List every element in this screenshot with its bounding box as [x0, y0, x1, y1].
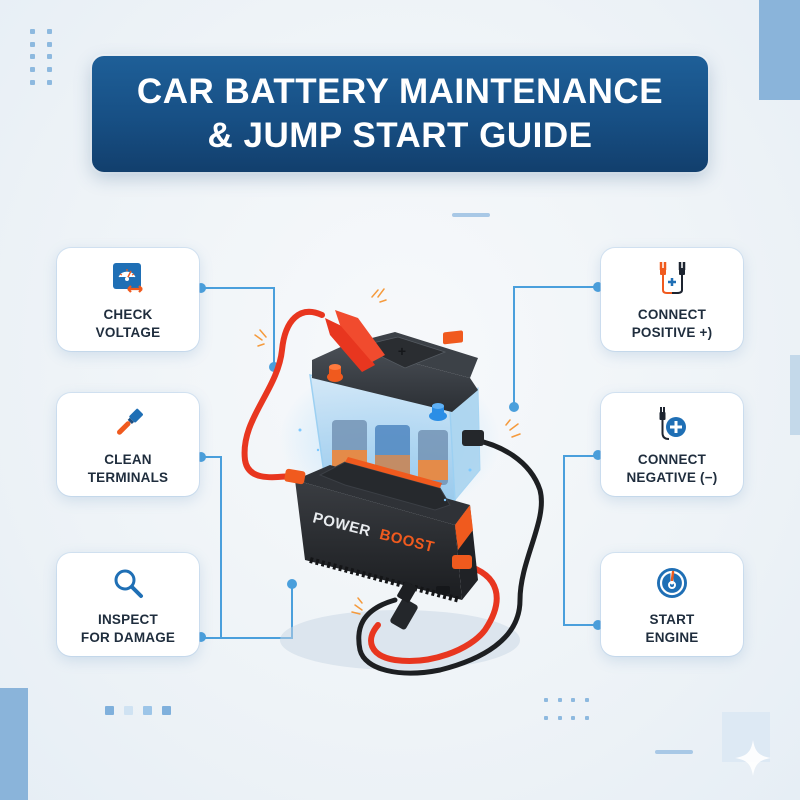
- step-label: CONNECT NEGATIVE (−): [626, 452, 718, 485]
- magnifier-icon: [110, 565, 146, 601]
- decor-block-right-mid: [790, 355, 800, 435]
- red-cable-lower: [368, 562, 500, 664]
- step-label: CONNECT POSITIVE +): [631, 307, 713, 340]
- step-label: INSPECT FOR DAMAGE: [80, 612, 176, 645]
- page-title-line-2: & JUMP START GUIDE: [207, 116, 593, 155]
- red-clamp: [325, 310, 385, 372]
- step-label: START ENGINE: [645, 612, 699, 645]
- page-title-line-1: CAR BATTERY MAINTENANCE: [136, 72, 664, 111]
- svg-text:+: +: [398, 343, 406, 359]
- power-gauge-icon: [654, 565, 690, 601]
- step-card-clean-terminals[interactable]: CLEAN TERMINALS: [57, 393, 199, 496]
- jumper-cables-plus-icon: [654, 260, 690, 296]
- decor-square-bottom-right: [722, 712, 770, 762]
- sparkle-icon: [735, 740, 771, 776]
- step-card-check-voltage[interactable]: CHECK VOLTAGE: [57, 248, 199, 351]
- step-card-connect-negative[interactable]: CONNECT NEGATIVE (−): [601, 393, 743, 496]
- black-cable: [356, 437, 544, 676]
- decor-dash-bottom: [655, 750, 693, 754]
- step-label: CHECK VOLTAGE: [95, 307, 161, 340]
- decor-block-bottom-left: [0, 688, 28, 800]
- battery-jump-starter-illustration: + POWER BOOST: [241, 288, 544, 676]
- title-banner: CAR BATTERY MAINTENANCE & JUMP START GUI…: [92, 56, 708, 172]
- voltmeter-icon: [110, 260, 146, 296]
- title-divider: [452, 213, 490, 217]
- clamp-plus-icon: [654, 405, 690, 441]
- spark-icon: [254, 288, 521, 615]
- decor-block-top-right: [759, 0, 800, 100]
- red-cable: [241, 308, 325, 481]
- step-card-connect-positive[interactable]: CONNECT POSITIVE +): [601, 248, 743, 351]
- step-card-start-engine[interactable]: START ENGINE: [601, 553, 743, 656]
- black-plug: [390, 581, 418, 630]
- step-label: CLEAN TERMINALS: [87, 452, 169, 485]
- step-card-inspect-damage[interactable]: INSPECT FOR DAMAGE: [57, 553, 199, 656]
- brush-icon: [110, 405, 146, 441]
- jump-starter-device: POWER BOOST: [295, 457, 478, 603]
